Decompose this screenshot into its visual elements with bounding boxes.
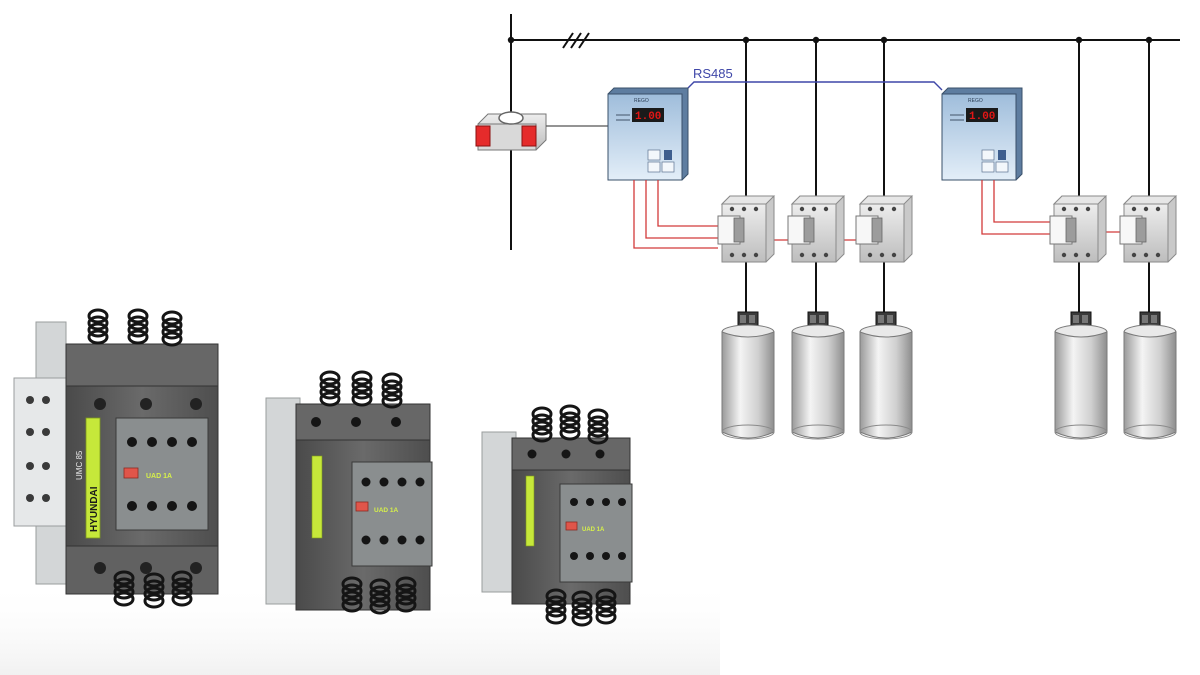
accessory-label: UAD 1A <box>374 507 399 514</box>
capacitor-5 <box>1123 311 1177 440</box>
accessory-label: UAD 1A <box>146 473 172 480</box>
capacitor-4 <box>1054 311 1108 440</box>
wiring-schematic: RS485 REGO 1.00 REGO 1.00 <box>475 14 1180 440</box>
controller-badge: REGO <box>968 98 983 104</box>
capacitor-3 <box>859 311 913 440</box>
contactor-medium: UAD 1A <box>265 370 433 615</box>
controller-badge: REGO <box>634 98 649 104</box>
capacitor-2 <box>791 311 845 440</box>
rs485-line <box>685 81 943 91</box>
drop-lines <box>745 40 1150 312</box>
rs485-label: RS485 <box>693 66 733 81</box>
capacitor-1 <box>721 311 775 440</box>
pf-controller-1: REGO 1.00 <box>607 87 689 181</box>
brand-label: HYUNDAI <box>89 486 100 532</box>
contactor-module-3 <box>855 195 913 263</box>
contactor-module-2 <box>787 195 845 263</box>
current-transformer <box>475 111 547 151</box>
contactor-module-1 <box>717 195 775 263</box>
model-label: UMC 85 <box>75 450 84 480</box>
accessory-label: UAD 1A <box>582 527 605 533</box>
contactor-small: UAD 1A <box>481 404 633 627</box>
three-phase-mark <box>562 32 590 49</box>
pf-controller-2: REGO 1.00 <box>941 87 1023 181</box>
contactor-large: HYUNDAI UMC 85 UAD 1A <box>13 308 219 609</box>
contactor-module-4 <box>1049 195 1107 263</box>
controller-display: 1.00 <box>969 111 995 123</box>
controller-display: 1.00 <box>635 111 661 123</box>
contactor-module-5 <box>1119 195 1177 263</box>
